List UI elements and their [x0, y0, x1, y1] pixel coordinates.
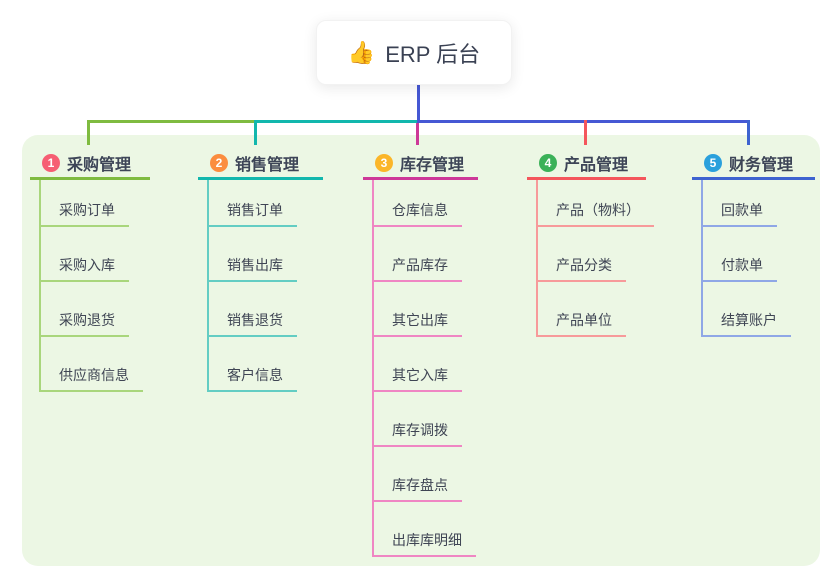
branch-finance: 5 财务管理 回款单付款单结算账户: [692, 148, 815, 337]
branch-number-badge: 4: [539, 153, 557, 172]
child-item[interactable]: 客户信息: [209, 337, 297, 392]
child-item[interactable]: 销售退货: [209, 282, 297, 337]
child-item[interactable]: 供应商信息: [41, 337, 143, 392]
child-item[interactable]: 销售订单: [209, 180, 297, 227]
branch-title-label: 库存管理: [400, 156, 465, 174]
branch-number-badge: 5: [704, 153, 722, 172]
connector-branch1-stub: [87, 120, 90, 145]
connector-branch2-horizontal: [254, 120, 418, 123]
branch-title-sales[interactable]: 2 销售管理: [198, 148, 323, 180]
connector-branch2-stub: [254, 120, 257, 145]
connector-branch5-stub: [747, 120, 750, 145]
root-title: ERP 后台: [385, 41, 481, 67]
branch-procurement: 1 采购管理 采购订单采购入库采购退货供应商信息: [30, 148, 150, 392]
child-item[interactable]: 回款单: [703, 180, 777, 227]
connector-right-horizontal: [417, 120, 750, 123]
branch-title-label: 产品管理: [564, 156, 629, 174]
child-item[interactable]: 其它出库: [374, 282, 462, 337]
child-item[interactable]: 采购退货: [41, 282, 129, 337]
child-item[interactable]: 库存盘点: [374, 447, 462, 502]
child-item[interactable]: 产品（物料）: [538, 180, 654, 227]
branch-children: 产品（物料）产品分类产品单位: [536, 180, 654, 337]
connector-branch1-horizontal: [87, 120, 256, 123]
connector-branch4-stub: [584, 120, 587, 145]
branch-children: 回款单付款单结算账户: [701, 180, 791, 337]
thumbs-up-icon: 👍: [347, 39, 376, 65]
branch-title-inventory[interactable]: 3 库存管理: [363, 148, 478, 180]
branch-children: 采购订单采购入库采购退货供应商信息: [39, 180, 143, 392]
branch-title-procurement[interactable]: 1 采购管理: [30, 148, 150, 180]
child-item[interactable]: 库存调拨: [374, 392, 462, 447]
branch-number-badge: 2: [210, 153, 228, 172]
child-item[interactable]: 结算账户: [703, 282, 791, 337]
connector-root-trunk: [417, 83, 420, 122]
child-item[interactable]: 销售出库: [209, 227, 297, 282]
branches-panel: [22, 135, 820, 566]
child-item[interactable]: 付款单: [703, 227, 777, 282]
child-item[interactable]: 仓库信息: [374, 180, 462, 227]
branch-number-badge: 1: [42, 153, 60, 172]
branch-sales: 2 销售管理 销售订单销售出库销售退货客户信息: [198, 148, 323, 392]
child-item[interactable]: 产品单位: [538, 282, 626, 337]
branch-title-products[interactable]: 4 产品管理: [527, 148, 646, 180]
branch-title-label: 财务管理: [729, 156, 794, 174]
branch-title-finance[interactable]: 5 财务管理: [692, 148, 815, 180]
child-item[interactable]: 产品分类: [538, 227, 626, 282]
branch-title-label: 采购管理: [67, 156, 132, 174]
child-item[interactable]: 其它入库: [374, 337, 462, 392]
branch-inventory: 3 库存管理 仓库信息产品库存其它出库其它入库库存调拨库存盘点出库库明细: [363, 148, 478, 557]
branch-number-badge: 3: [375, 153, 393, 172]
child-item[interactable]: 产品库存: [374, 227, 462, 282]
branch-children: 仓库信息产品库存其它出库其它入库库存调拨库存盘点出库库明细: [372, 180, 476, 557]
child-item[interactable]: 采购订单: [41, 180, 129, 227]
child-item[interactable]: 采购入库: [41, 227, 129, 282]
connector-branch3-stub: [416, 122, 419, 145]
branch-children: 销售订单销售出库销售退货客户信息: [207, 180, 297, 392]
root-node[interactable]: 👍 ERP 后台: [316, 20, 512, 85]
child-item[interactable]: 出库库明细: [374, 502, 476, 557]
branch-title-label: 销售管理: [235, 156, 300, 174]
branch-products: 4 产品管理 产品（物料）产品分类产品单位: [527, 148, 654, 337]
